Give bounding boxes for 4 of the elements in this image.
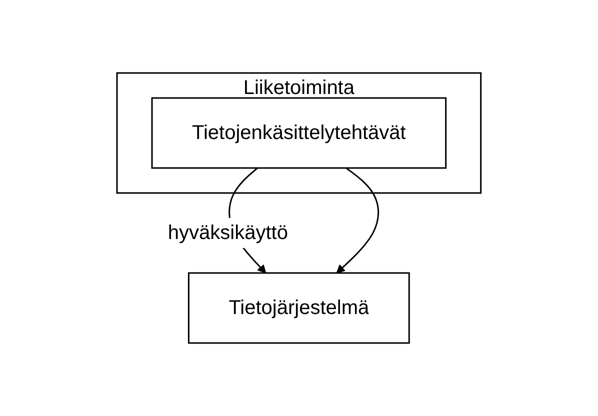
edge-label: hyväksikäyttö <box>168 222 288 244</box>
node-box: Tietojärjestelmä <box>188 272 410 344</box>
node-box: Tietojenkäsittelytehtävät <box>151 97 447 169</box>
arrow <box>336 167 380 274</box>
